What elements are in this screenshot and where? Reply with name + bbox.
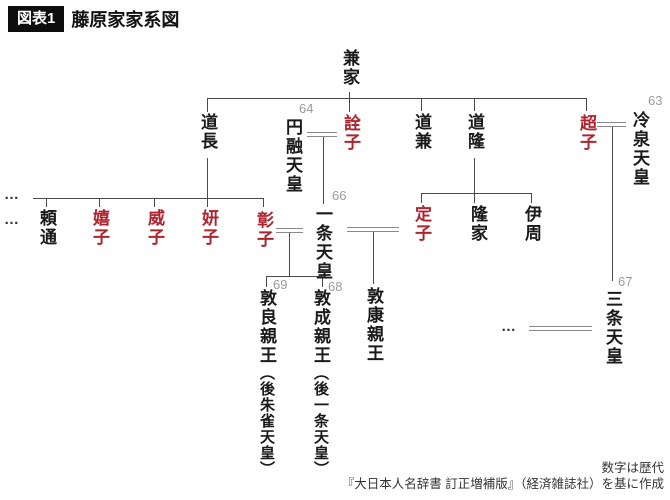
person-name: 敦良親王 <box>257 289 276 365</box>
person-kenshi: 妍子 <box>198 209 218 247</box>
person-atsunaga: 敦良親王（後朱雀天皇） <box>256 289 276 477</box>
person-kaneie: 兼家 <box>339 49 359 87</box>
person-takaie: 隆家 <box>467 205 487 243</box>
person-name: 定子 <box>412 205 431 243</box>
person-sanjo-tenno: 三条天皇 <box>602 290 622 366</box>
figure-badge: 図表1 <box>8 6 65 32</box>
connector-teishi-child-drop <box>373 232 374 284</box>
person-atsuyasu: 敦康親王 <box>363 287 383 363</box>
source-note-line1: 数字は歴代 <box>601 461 664 475</box>
person-name: 道長 <box>198 113 217 151</box>
connector-tick-senshi <box>349 98 350 112</box>
connector-tick-kenshi <box>207 198 208 207</box>
ellipsis-left-line: … <box>4 186 20 203</box>
connector-kaneie-drop <box>349 92 350 98</box>
figure-header: 図表1 藤原家家系図 <box>8 6 179 32</box>
connector-tick-teishi <box>421 193 422 203</box>
person-michinaga: 道長 <box>197 113 217 151</box>
person-ishi: 威子 <box>144 209 164 247</box>
gen-number-sanjo: 67 <box>618 274 633 289</box>
person-ichijo-tenno: 一条天皇 <box>312 205 332 281</box>
person-name: 道隆 <box>465 113 484 151</box>
person-name: 嬉子 <box>90 209 109 247</box>
connector-tick-shoshi <box>263 198 264 207</box>
ellipsis-left-names: … <box>4 211 20 228</box>
person-name: 伊周 <box>522 205 541 243</box>
connector-tick-korechika <box>531 193 532 203</box>
person-korechika: 伊周 <box>521 205 541 243</box>
connector-tick-choshi <box>586 98 587 111</box>
marriage-ichijo-teishi <box>347 227 399 232</box>
marriage-sanjo-spouse <box>529 326 592 331</box>
connector-tick-atsunaga <box>266 276 267 287</box>
connector-shoshi-children-line <box>266 276 322 277</box>
person-michikane: 道兼 <box>411 113 431 151</box>
person-kishi: 嬉子 <box>89 209 109 247</box>
source-note: 数字は歴代 『大日本人名辞書 訂正増補版』（経済雑誌社）を基に作成 <box>342 460 664 492</box>
connector-tick-yorimichi <box>46 198 47 207</box>
person-yorimichi: 頼通 <box>36 209 56 247</box>
gen-number-atsunaga: 69 <box>273 277 288 292</box>
gen-number-atsuhira: 68 <box>328 279 343 294</box>
connector-tick-michikane <box>421 98 422 111</box>
person-name: 頼通 <box>37 209 56 247</box>
person-name: 妍子 <box>199 209 218 247</box>
marriage-enyu-senshi <box>307 132 337 137</box>
person-name: 詮子 <box>341 114 360 152</box>
person-name: 円融天皇 <box>283 118 302 194</box>
connector-choshi-reizei-child-drop <box>612 127 613 281</box>
person-michitaka: 道隆 <box>464 113 484 151</box>
person-teishi: 定子 <box>411 205 431 243</box>
person-senshi: 詮子 <box>340 114 360 152</box>
person-reizei-tenno: 冷泉天皇 <box>629 111 649 187</box>
connector-michinaga-children-line <box>33 198 263 199</box>
connector-michitaka-drop <box>474 158 475 203</box>
connector-michitaka-children-line <box>421 193 531 194</box>
connector-tick-kishi <box>99 198 100 207</box>
person-name: 彰子 <box>254 211 273 249</box>
ellipsis-sanjo-spouse: … <box>501 318 517 335</box>
connector-kaneie-children-line <box>207 98 587 99</box>
person-choshi: 超子 <box>576 114 596 152</box>
person-alias: （後朱雀天皇） <box>258 365 275 477</box>
person-name: 敦康親王 <box>364 287 383 363</box>
person-enyu-tenno: 円融天皇 <box>282 118 302 194</box>
gen-number-ichijo: 66 <box>332 188 347 203</box>
connector-michinaga-drop <box>207 158 208 198</box>
source-note-line2: 『大日本人名辞書 訂正増補版』（経済雑誌社）を基に作成 <box>341 477 664 491</box>
connector-shoshi-ichijo-child-drop <box>289 233 290 276</box>
person-alias: （後一条天皇） <box>312 365 329 477</box>
connector-tick-michinaga <box>207 98 208 112</box>
marriage-choshi-reizei <box>597 122 626 127</box>
connector-enyu-senshi-child-drop <box>323 137 324 204</box>
person-name: 道兼 <box>412 113 431 151</box>
person-name: 一条天皇 <box>313 205 332 281</box>
person-name: 隆家 <box>468 205 487 243</box>
connector-tick-atsuhira <box>322 276 323 287</box>
person-name: 兼家 <box>340 49 359 87</box>
person-shoshi: 彰子 <box>253 211 273 249</box>
gen-number-enyu: 64 <box>299 101 314 116</box>
gen-number-reizei: 63 <box>648 93 663 108</box>
page-title: 藤原家家系図 <box>71 10 180 30</box>
person-atsuhira: 敦成親王（後一条天皇） <box>310 289 330 477</box>
connector-tick-ishi <box>154 198 155 207</box>
person-name: 敦成親王 <box>311 289 330 365</box>
person-name: 三条天皇 <box>603 290 622 366</box>
person-name: 威子 <box>145 209 164 247</box>
person-name: 超子 <box>577 114 596 152</box>
marriage-shoshi-ichijo <box>276 228 303 233</box>
person-name: 冷泉天皇 <box>630 111 649 187</box>
connector-tick-michitaka <box>474 98 475 111</box>
